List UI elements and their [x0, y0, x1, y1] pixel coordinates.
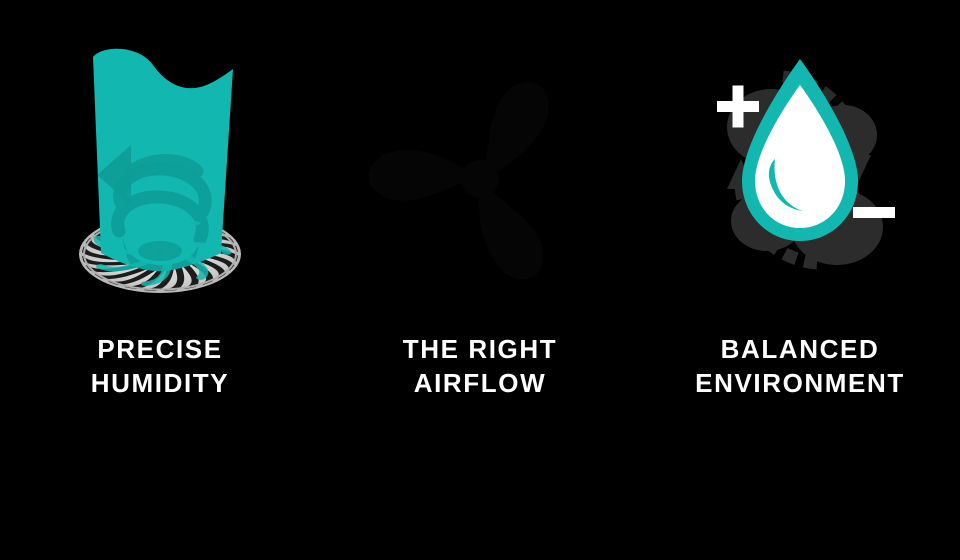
feature-card-balanced-environment: BALANCED ENVIRONMENT: [640, 0, 960, 560]
fan-propeller-graphic: [368, 81, 549, 280]
feature-label-the-right-airflow: THE RIGHT AIRFLOW: [402, 334, 558, 398]
fan-propeller-icon: [330, 34, 630, 304]
feature-card-precise-humidity: PRECISE HUMIDITY: [0, 0, 320, 560]
minus-sign: [853, 207, 895, 218]
water-drop-balance-graphic: [717, 59, 895, 270]
cycle-arrow-right-track: [782, 70, 864, 160]
fan-hub: [461, 160, 499, 198]
fan-blade: [484, 81, 549, 174]
fan-blade: [368, 150, 469, 201]
plus-sign: [717, 85, 759, 128]
feature-label-balanced-environment: BALANCED ENVIRONMENT: [695, 334, 905, 398]
water-drop: [742, 59, 858, 241]
feature-card-the-right-airflow: THE RIGHT AIRFLOW: [320, 0, 640, 560]
humidifier-mist-icon: [10, 34, 310, 304]
drop-highlight: [768, 159, 803, 211]
humidifier-mist-graphic: [79, 48, 241, 293]
plume-base-swirl: [93, 217, 232, 286]
swirl-arrowhead: [97, 145, 131, 205]
propeller-blades: [368, 81, 549, 280]
fan-blade: [478, 188, 544, 280]
water-drop-balance-icon: [650, 34, 950, 304]
feature-label-precise-humidity: PRECISE HUMIDITY: [90, 334, 230, 398]
